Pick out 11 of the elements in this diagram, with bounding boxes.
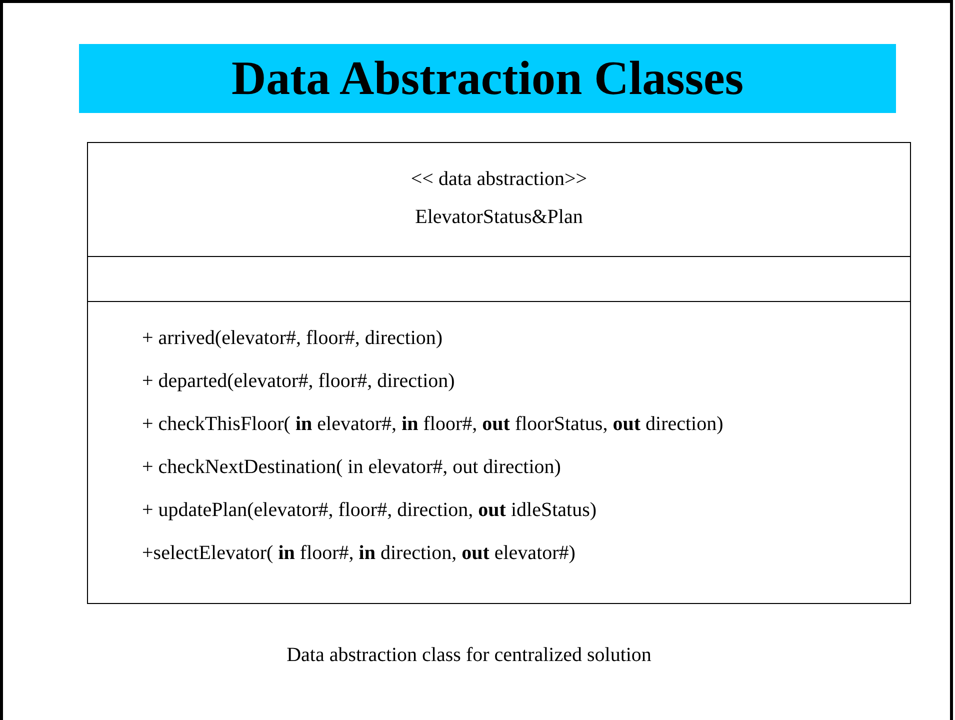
- caption: Data abstraction class for centralized solution: [286, 643, 652, 667]
- operation-text: + departed(elevator#, floor#, direction): [142, 369, 455, 393]
- stereotype-text: << data abstraction>>: [410, 167, 588, 191]
- operation-text: +selectElevator( in floor#, in direction, out elevator#): [142, 541, 576, 565]
- operation-text: + checkThisFloor( in elevator#, in floor#, out floorStatus, out direction): [142, 412, 724, 436]
- operation-text: + updatePlan(elevator#, floor#, direction, out idleStatus): [142, 498, 597, 522]
- title-banner: Data Abstraction Classes: [79, 44, 896, 113]
- class-box: [87, 142, 911, 604]
- operation-text: + checkNextDestination( in elevator#, out direction): [142, 455, 561, 479]
- class-name-text: ElevatorStatus&Plan: [415, 205, 583, 229]
- operation-text: + arrived(elevator#, floor#, direction): [142, 326, 443, 350]
